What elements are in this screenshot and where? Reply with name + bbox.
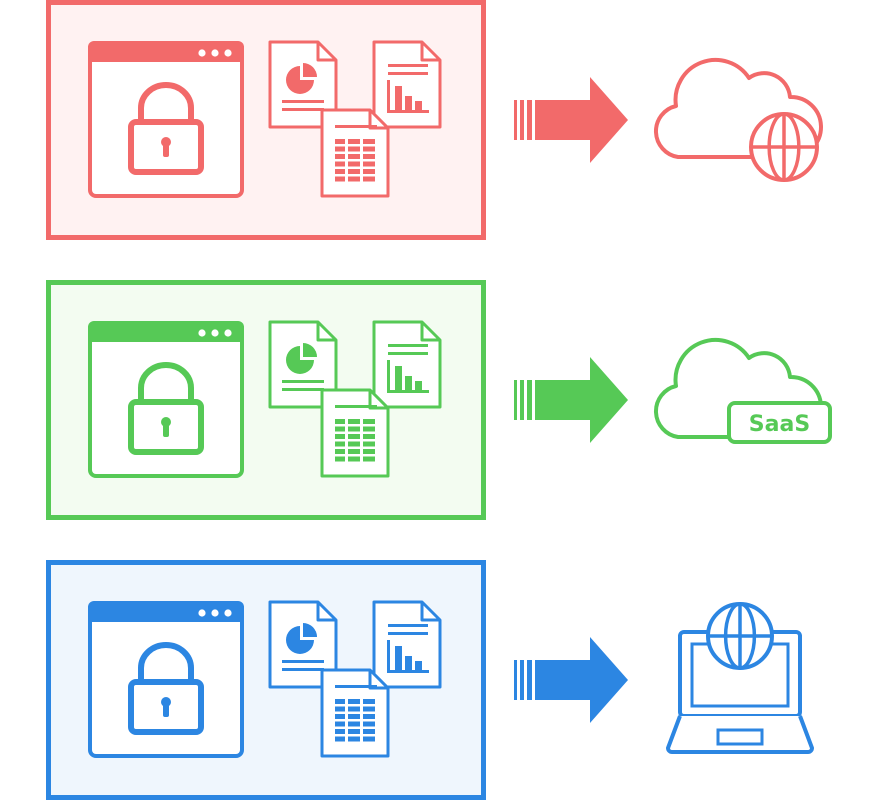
padlock-icon [128, 642, 204, 735]
laptop-globe-icon [666, 602, 814, 754]
pie-chart-document-icon [268, 40, 338, 129]
flow-row-public-cloud [0, 0, 880, 240]
right-arrow-icon [514, 357, 628, 443]
flow-row-internet [0, 560, 880, 800]
secure-browser-window-icon [88, 321, 244, 478]
padlock-icon [128, 362, 204, 455]
bar-chart-document-icon [372, 600, 442, 689]
cloud-globe-icon [653, 57, 823, 182]
bar-chart-document-icon [372, 40, 442, 129]
secure-browser-window-icon [88, 601, 244, 758]
right-arrow-icon [514, 637, 628, 723]
spreadsheet-document-icon [320, 388, 390, 478]
padlock-icon [128, 82, 204, 175]
secure-browser-window-icon [88, 41, 244, 198]
right-arrow-icon [514, 77, 628, 163]
globe-icon [749, 112, 819, 182]
spreadsheet-document-icon [320, 668, 390, 758]
bar-chart-document-icon [372, 320, 442, 409]
saas-badge-label: SaaS [749, 412, 810, 437]
spreadsheet-document-icon [320, 108, 390, 198]
pie-chart-document-icon [268, 600, 338, 689]
flow-row-saas: SaaS [0, 280, 880, 520]
globe-icon [706, 602, 774, 670]
pie-chart-document-icon [268, 320, 338, 409]
cloud-saas-icon: SaaS [653, 337, 832, 444]
